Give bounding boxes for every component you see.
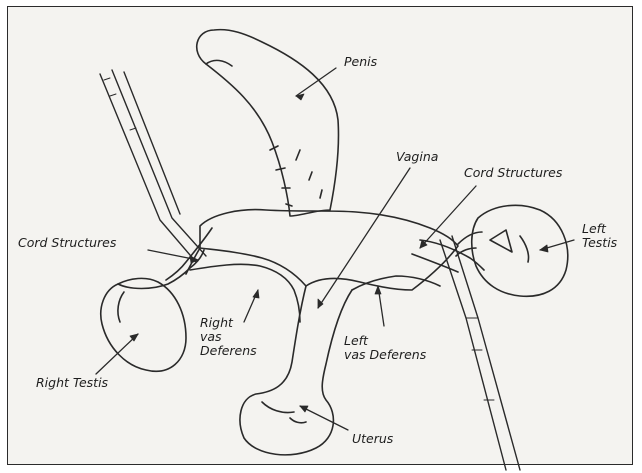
right-vas <box>190 264 300 322</box>
penis-wrinkle-2 <box>296 150 322 198</box>
left-testis-detail <box>490 230 529 262</box>
penis-outline <box>197 30 339 216</box>
label-right-vas: Right vas Deferens <box>200 316 257 358</box>
penis-wrinkle-1 <box>270 146 292 206</box>
uterus-outline <box>240 286 352 455</box>
right-testis-line <box>118 292 124 322</box>
label-left-vas-line1: Left <box>344 334 426 348</box>
label-right-vas-line1: Right <box>200 316 257 330</box>
uterus-leader <box>300 406 348 430</box>
uterus-fold <box>262 402 294 413</box>
label-left-testis-line2: Testis <box>582 236 617 250</box>
label-cord-structures-right: Cord Structures <box>18 236 116 250</box>
penis-leader <box>296 68 336 96</box>
label-uterus: Uterus <box>352 432 393 446</box>
label-vagina: Vagina <box>396 150 438 164</box>
vagina-leader <box>318 168 410 308</box>
label-right-vas-line2: vas <box>200 330 257 344</box>
left-testis-cap <box>456 232 482 256</box>
label-left-testis-line1: Left <box>582 222 617 236</box>
left-testis-outline <box>472 205 568 296</box>
cord-left-leader <box>420 186 476 248</box>
label-right-vas-line3: Deferens <box>200 344 257 358</box>
label-penis: Penis <box>344 55 377 69</box>
right-probe <box>100 70 206 262</box>
uterus-fold-2 <box>290 418 306 423</box>
penis-fold <box>206 60 232 66</box>
left-probe <box>440 236 520 470</box>
label-left-vas: Left vas Deferens <box>344 334 426 362</box>
right-testis-leader <box>96 334 138 374</box>
left-cord-2 <box>412 254 458 272</box>
label-left-vas-line2: vas Deferens <box>344 348 426 362</box>
label-right-testis: Right Testis <box>36 376 108 390</box>
label-left-testis: Left Testis <box>582 222 617 250</box>
label-cord-structures-left: Cord Structures <box>464 166 562 180</box>
left-cord <box>420 240 484 270</box>
